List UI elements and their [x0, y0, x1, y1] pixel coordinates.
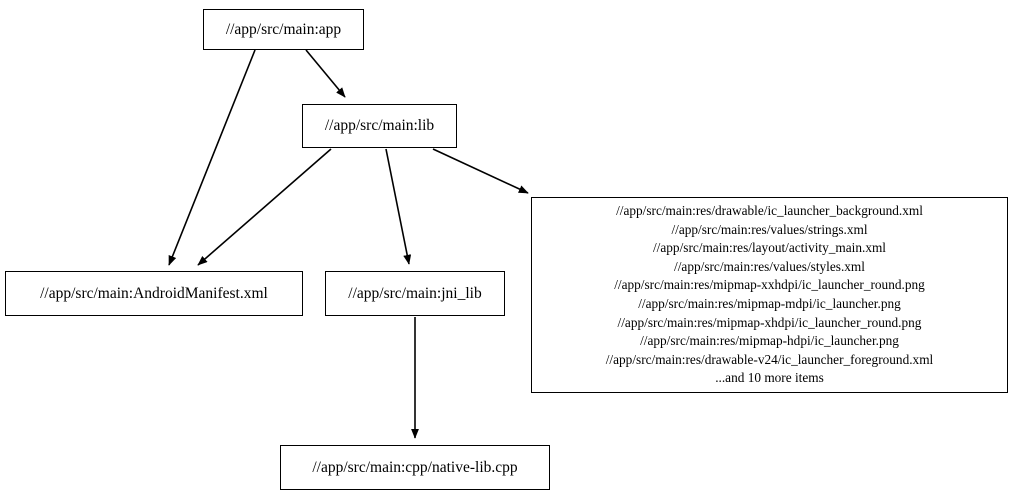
edge-lib-to-jni-lib	[385, 148, 412, 265]
edge-lib-to-res	[432, 148, 529, 194]
edge-lib-to-manifest	[197, 148, 332, 266]
node-lib[interactable]: //app/src/main:lib	[302, 104, 457, 148]
node-jni-lib[interactable]: //app/src/main:jni_lib	[325, 271, 505, 316]
node-native-lib-cpp[interactable]: //app/src/main:cpp/native-lib.cpp	[280, 445, 550, 490]
node-jni-lib-label: //app/src/main:jni_lib	[348, 284, 482, 302]
node-android-manifest[interactable]: //app/src/main:AndroidManifest.xml	[5, 271, 303, 316]
edge-app-to-lib	[305, 49, 346, 98]
node-app-label: //app/src/main:app	[225, 20, 342, 38]
node-res-files-label: //app/src/main:res/drawable/ic_launcher_…	[605, 203, 934, 386]
node-native-lib-cpp-label: //app/src/main:cpp/native-lib.cpp	[312, 458, 518, 476]
node-res-files[interactable]: //app/src/main:res/drawable/ic_launcher_…	[531, 197, 1008, 393]
graph-edges	[168, 49, 529, 439]
node-app[interactable]: //app/src/main:app	[203, 9, 364, 50]
node-android-manifest-label: //app/src/main:AndroidManifest.xml	[40, 284, 268, 302]
edge-app-to-manifest	[168, 49, 256, 266]
node-lib-label: //app/src/main:lib	[324, 117, 435, 135]
